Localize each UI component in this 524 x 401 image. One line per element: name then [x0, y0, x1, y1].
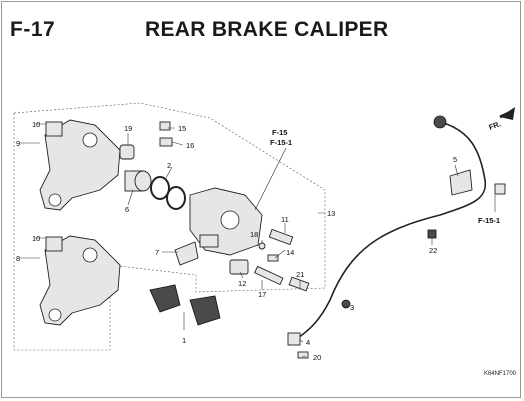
assembly-outline: [13, 102, 326, 351]
callout-22: 22: [429, 246, 437, 255]
callout-10-upper: 10: [32, 120, 40, 129]
callout-13: 13: [327, 209, 335, 218]
callout-18: 18: [250, 230, 258, 239]
sensor-bolt: [297, 183, 506, 359]
cross-ref-f15: F-15: [272, 128, 287, 137]
slide-pins: [229, 259, 310, 292]
callout-7: 7: [155, 248, 159, 257]
callout-21: 21: [296, 270, 304, 279]
caliper-body: [189, 187, 263, 256]
pad-spring: [174, 241, 199, 266]
callout-6: 6: [125, 205, 129, 214]
caliper-bracket-upper: [39, 119, 121, 211]
callout-20: 20: [313, 353, 321, 362]
callout-4: 4: [306, 338, 310, 347]
callout-10-lower: 10: [32, 234, 40, 243]
callout-1: 1: [182, 336, 186, 345]
caliper-bolt: [268, 228, 294, 246]
bleeder-screw: [159, 121, 173, 147]
pin-boot: [119, 144, 135, 160]
callout-19: 19: [124, 124, 132, 133]
callout-11: 11: [281, 215, 289, 224]
callout-14: 14: [286, 248, 294, 257]
brake-pads: [149, 284, 221, 326]
reference-code: K64NF1700: [483, 371, 516, 377]
callout-15: 15: [178, 124, 186, 133]
cross-ref-f15-1: F-15-1: [270, 138, 292, 147]
callout-16: 16: [186, 141, 194, 150]
cable-clip: [427, 229, 437, 239]
callout-8: 8: [16, 254, 20, 263]
bleeder-cap: [258, 242, 279, 262]
cable-stay: [449, 169, 473, 196]
callout-2: 2: [167, 161, 171, 170]
callout-9: 9: [16, 139, 20, 148]
cross-ref-f15-1-right: F-15-1: [478, 216, 500, 225]
wheel-speed-sensor-cable: [287, 115, 487, 346]
callout-17: 17: [258, 290, 266, 299]
callout-3: 3: [350, 303, 354, 312]
direction-label: FR.: [488, 119, 502, 132]
piston-seals: [150, 176, 186, 210]
caliper-piston: [124, 170, 152, 192]
callout-12: 12: [238, 279, 246, 288]
caliper-bracket-lower: [39, 235, 121, 326]
front-direction-arrow: [499, 107, 515, 120]
callout-5: 5: [453, 155, 457, 164]
figure-title: REAR BRAKE CALIPER: [145, 18, 389, 41]
figure-code: F-17: [10, 18, 56, 41]
